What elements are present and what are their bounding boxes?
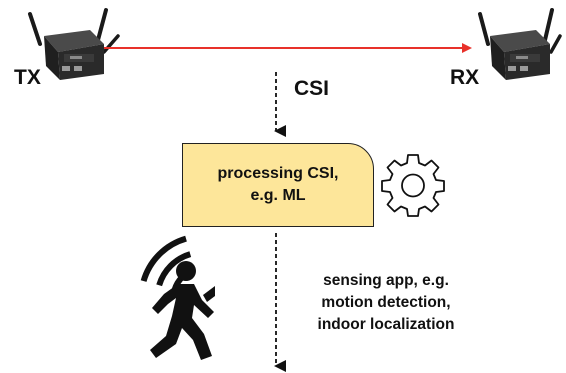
sensing-text-line3: indoor localization [317, 316, 455, 333]
tx-router-icon [28, 8, 120, 80]
sensing-text-line2: motion detection, [321, 294, 451, 311]
gear-icon [381, 154, 445, 217]
rx-label: RX [450, 66, 480, 89]
processing-box: processing CSI, e.g. ML [182, 143, 374, 227]
walking-person-icon [150, 261, 214, 360]
sensing-text-line1: sensing app, e.g. [323, 272, 449, 289]
csi-label: CSI [294, 77, 330, 100]
processing-box-line1: processing CSI, [217, 165, 339, 182]
tx-label: TX [14, 66, 41, 89]
rx-router-icon [478, 8, 562, 80]
processing-box-line2: e.g. ML [250, 187, 306, 204]
sensing-app-text: sensing app, e.g. motion detection, indo… [286, 270, 486, 336]
